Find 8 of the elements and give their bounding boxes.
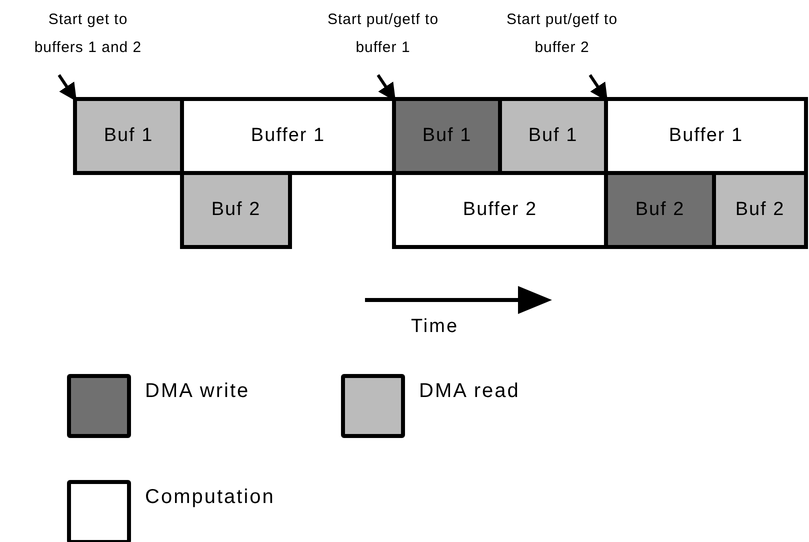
annotation-text: Start put/getf to buffer 1 (308, 6, 458, 66)
annotation-text: Start get to buffers 1 and 2 (23, 6, 153, 66)
leader-arrow (58, 74, 77, 102)
legend-label: DMA write (145, 380, 250, 403)
axis-label: Time (411, 316, 459, 338)
annotation-text: Start put/getf to buffer 2 (487, 6, 637, 66)
legend-label: Computation (145, 486, 275, 509)
legend-label: DMA read (419, 380, 520, 403)
